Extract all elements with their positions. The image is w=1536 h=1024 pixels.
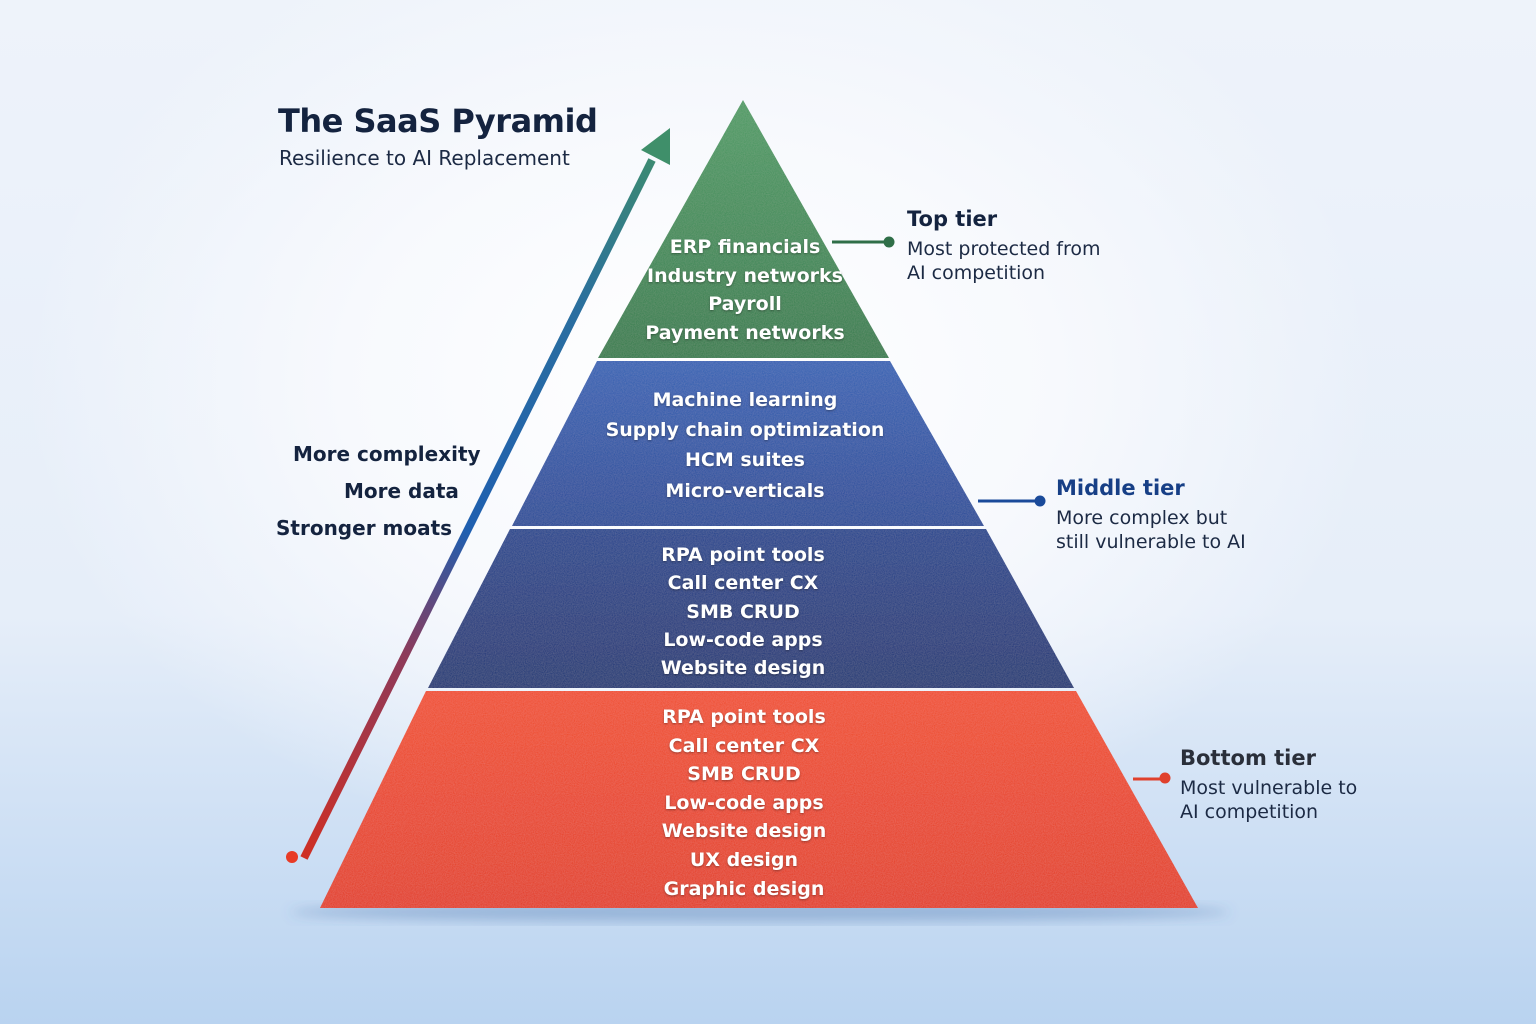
callout-title: Bottom tier — [1180, 746, 1316, 770]
arrow-origin-dot — [286, 851, 298, 863]
tier-item: RPA point tools — [662, 706, 826, 728]
callout-title: Middle tier — [1056, 476, 1185, 500]
tier-item: Graphic design — [663, 877, 825, 900]
tier-item: Industry networks — [647, 264, 843, 287]
arrow-label-moats: Stronger moats — [276, 516, 453, 540]
middle-tier-connector-dot — [1034, 495, 1046, 507]
callout-desc-line: still vulnerable to AI — [1056, 531, 1246, 553]
bottom-tier-connector-dot — [1159, 772, 1171, 784]
tier-middle-upper-items: Machine learning Supply chain optimizati… — [606, 385, 885, 506]
tier-item: Website design — [661, 820, 827, 843]
arrow-shaft — [300, 158, 656, 860]
resilience-arrow — [286, 128, 670, 863]
tier-middle-lower-items: RPA point tools Call center CX SMB CRUD … — [661, 541, 826, 682]
callout-title: Top tier — [907, 207, 998, 231]
tier-item: Low-code apps — [663, 628, 823, 651]
callout-desc-line: AI competition — [1180, 801, 1319, 823]
tier-item: Supply chain optimization — [605, 419, 885, 442]
tier-item: SMB CRUD — [686, 600, 800, 623]
pyramid-tiers — [320, 100, 1198, 908]
page-subtitle: Resilience to AI Replacement — [279, 146, 570, 170]
tier-item: HCM suites — [685, 449, 805, 472]
tier-middle-upper-shape — [512, 361, 984, 526]
tier-item: SMB CRUD — [687, 763, 801, 786]
tier-item: Call center CX — [668, 734, 820, 757]
tier-item: Payment networks — [645, 322, 845, 345]
tier-item: Payroll — [708, 293, 782, 316]
tier-item: Website design — [660, 657, 826, 680]
tier-item: UX design — [689, 848, 799, 871]
tier-item: Low-code apps — [664, 791, 824, 814]
callout-middle-tier: Middle tier More complex but still vulne… — [1056, 476, 1246, 554]
callout-desc-line: Most vulnerable to — [1180, 777, 1358, 799]
callout-top-tier: Top tier Most protected from AI competit… — [907, 207, 1101, 285]
callout-connectors — [832, 236, 1171, 784]
arrow-label-complexity: More complexity — [293, 442, 481, 466]
tier-item: ERP financials — [669, 236, 821, 258]
tier-item: Call center CX — [667, 572, 819, 595]
tier-middle-lower-shape — [428, 529, 1074, 688]
tier-item: RPA point tools — [661, 544, 825, 566]
tier-bottom-items: RPA point tools Call center CX SMB CRUD … — [662, 703, 827, 903]
tier-item: Micro-verticals — [665, 479, 825, 502]
arrow-label-data: More data — [344, 479, 459, 503]
callout-desc-line: Most protected from — [907, 238, 1101, 260]
top-tier-connector-dot — [883, 236, 895, 248]
callout-desc-line: AI competition — [907, 262, 1046, 284]
callout-desc-line: More complex but — [1056, 507, 1228, 529]
tier-top-shape — [598, 100, 889, 358]
tier-item: Machine learning — [652, 389, 838, 411]
arrow-head-icon — [641, 128, 670, 165]
page-title: The SaaS Pyramid — [278, 102, 598, 140]
tier-bottom-shape — [320, 691, 1198, 908]
callout-bottom-tier: Bottom tier Most vulnerable to AI compet… — [1180, 746, 1357, 824]
tier-top-items: ERP financials Industry networks Payroll… — [645, 233, 844, 348]
